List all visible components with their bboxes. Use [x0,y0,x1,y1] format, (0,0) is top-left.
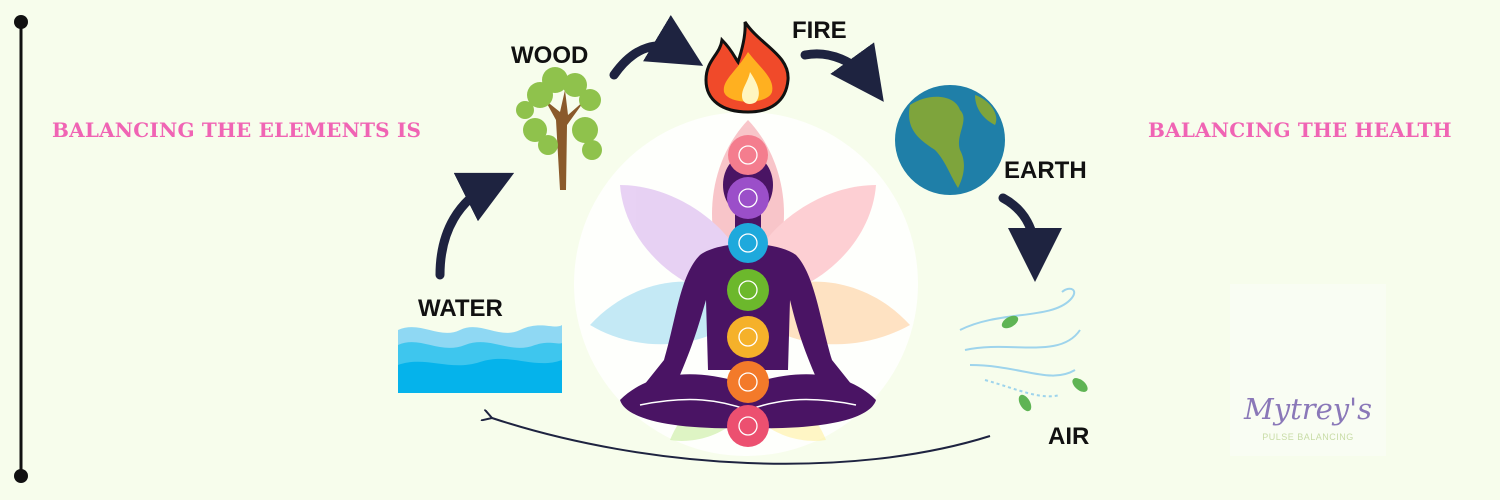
globe-icon [895,85,1005,195]
label-fire: FIRE [792,17,847,44]
chakra-solar-icon [727,316,769,358]
vertical-timeline-line [14,15,28,483]
chakra-third-eye-icon [727,177,769,219]
chakra-column [727,135,769,447]
chakra-root-icon [727,405,769,447]
fire-icon [704,21,790,114]
brand-logo: Mytrey's PULSE BALANCING [1230,284,1386,456]
left-tagline: BALANCING THE ELEMENTS IS [52,118,422,142]
right-tagline: BALANCING THE HEALTH [1148,118,1452,142]
arrow-earth-to-air [998,193,1062,282]
arrow-fire-to-earth [800,42,884,102]
logo-name: Mytrey's [1244,392,1372,426]
chakra-sacral-icon [727,361,769,403]
chakra-throat-icon [728,223,768,263]
arrow-wood-to-fire [609,14,704,80]
logo-subtitle: PULSE BALANCING [1262,432,1354,442]
label-water: WATER [418,295,503,322]
label-earth: EARTH [1004,157,1087,184]
label-air: AIR [1048,423,1090,450]
chakra-heart-icon [727,269,769,311]
label-wood: WOOD [511,42,589,69]
arrow-air-to-water [492,418,991,465]
wind-icon [959,287,1088,412]
arrow-water-to-wood [435,172,515,280]
tree-icon [516,67,602,190]
water-icon [398,325,562,393]
chakra-crown-icon [728,135,768,175]
cycle-arrows [435,14,1062,282]
